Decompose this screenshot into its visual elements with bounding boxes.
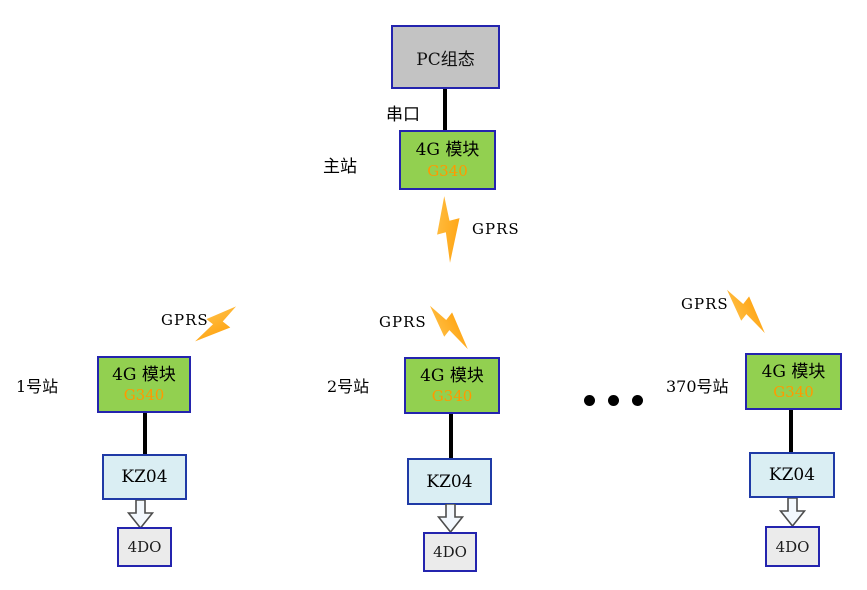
ellipsis-dot [584, 395, 595, 406]
station-1-4g-module-box: 4G 模块 G340 [97, 356, 191, 413]
pc-config-box: PC组态 [391, 25, 500, 89]
master-station-label: 主站 [323, 157, 357, 177]
station-370-gprs-label: GPRS [681, 295, 729, 313]
down-block-arrow-icon [436, 503, 465, 534]
master-gprs-label: GPRS [472, 220, 520, 238]
master-4g-module-box: 4G 模块 G340 [399, 130, 496, 190]
master-module-code: G340 [427, 161, 468, 180]
station-370-label: 370号站 [666, 377, 729, 396]
serial-connector-line [443, 89, 447, 130]
station-1-io-box: 4DO [117, 527, 172, 567]
station-2-module-title: 4G 模块 [420, 365, 484, 386]
station-1-io-label: 4DO [127, 538, 162, 556]
station-370-module-code: G340 [773, 383, 814, 402]
station-1-connector-line [143, 413, 147, 454]
station-2-module-code: G340 [431, 387, 473, 406]
station-1-controller-box: KZ04 [102, 454, 187, 500]
station-370-4g-module-box: 4G 模块 G340 [745, 353, 842, 410]
station-2-controller-label: KZ04 [426, 471, 473, 492]
ellipsis-dot [632, 395, 643, 406]
lightning-bolt-icon [716, 282, 778, 338]
lightning-bolt-icon [419, 298, 481, 354]
station-370-io-box: 4DO [765, 526, 820, 567]
down-block-arrow-icon [778, 497, 807, 528]
station-370-io-label: 4DO [775, 537, 810, 556]
station-1-label: 1号站 [16, 377, 59, 396]
station-2-4g-module-box: 4G 模块 G340 [404, 357, 500, 414]
station-2-controller-box: KZ04 [407, 458, 492, 505]
station-370-controller-label: KZ04 [768, 465, 816, 485]
station-1-module-code: G340 [123, 386, 165, 405]
pc-config-label: PC组态 [416, 49, 475, 70]
station-2-io-box: 4DO [423, 532, 477, 572]
station-1-module-title: 4G 模块 [112, 364, 176, 385]
ellipsis-dots [584, 395, 643, 406]
lightning-bolt-icon [190, 296, 243, 355]
lightning-bolt-icon [427, 192, 470, 266]
down-block-arrow-icon [126, 499, 155, 530]
station-2-label: 2号站 [327, 377, 370, 396]
station-2-io-label: 4DO [433, 543, 467, 561]
master-module-title: 4G 模块 [415, 140, 480, 161]
station-1-gprs-label: GPRS [161, 311, 209, 329]
ellipsis-dot [608, 395, 619, 406]
station-370-controller-box: KZ04 [749, 452, 835, 498]
station-370-connector-line [789, 410, 793, 452]
station-1-controller-label: KZ04 [121, 467, 168, 487]
station-370-module-title: 4G 模块 [761, 361, 826, 382]
serial-port-label: 串口 [386, 105, 420, 125]
station-2-connector-line [449, 414, 453, 458]
station-2-gprs-label: GPRS [379, 313, 427, 331]
